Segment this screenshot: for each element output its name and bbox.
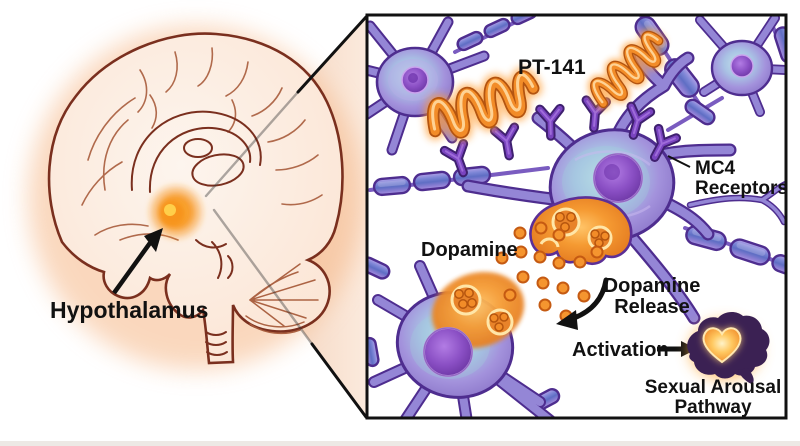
neuron-top-right	[695, 15, 786, 117]
brain-inner-structures	[130, 110, 262, 356]
brain-gyri-lines	[81, 47, 323, 241]
pathway-label-line2: Pathway	[674, 397, 752, 418]
dopamine-release-label-line1: Dopamine	[604, 275, 701, 297]
inset-panel-content: PT-141 MC4 Receptors Dopamine Dopamine R…	[367, 15, 788, 418]
brain-heart-icon	[687, 312, 770, 384]
mc4-label-line1: MC4	[695, 158, 736, 179]
dopamine-dot-icons	[495, 221, 604, 323]
dopamine-release-label-line2: Release	[614, 296, 690, 318]
hypothalamus-highlight	[146, 182, 206, 242]
hypothalamus-label: Hypothalamus	[50, 297, 208, 323]
curved-arrow-icon	[556, 277, 609, 330]
hypothalamus-arrow-icon	[112, 228, 163, 295]
neuron-top-left	[367, 16, 490, 156]
cerebellum-lines	[245, 263, 319, 335]
zoom-wedge-lines	[204, 15, 368, 419]
dopamine-label: Dopamine	[421, 239, 518, 261]
mc4-pointer-line	[667, 155, 691, 168]
neuron-lower-left	[368, 260, 557, 418]
vesicle-dots	[454, 212, 610, 332]
presynaptic-terminal	[529, 196, 633, 266]
inset-panel-border	[365, 13, 788, 420]
forked-dendrite-inner	[688, 182, 786, 224]
pathway-label-line1: Sexual Arousal	[645, 377, 782, 398]
activation-label: Activation	[572, 339, 669, 361]
mc4-label-line2: Receptors	[695, 178, 788, 199]
bottom-edge-strip	[0, 441, 800, 446]
pt141-label: PT-141	[518, 56, 586, 79]
